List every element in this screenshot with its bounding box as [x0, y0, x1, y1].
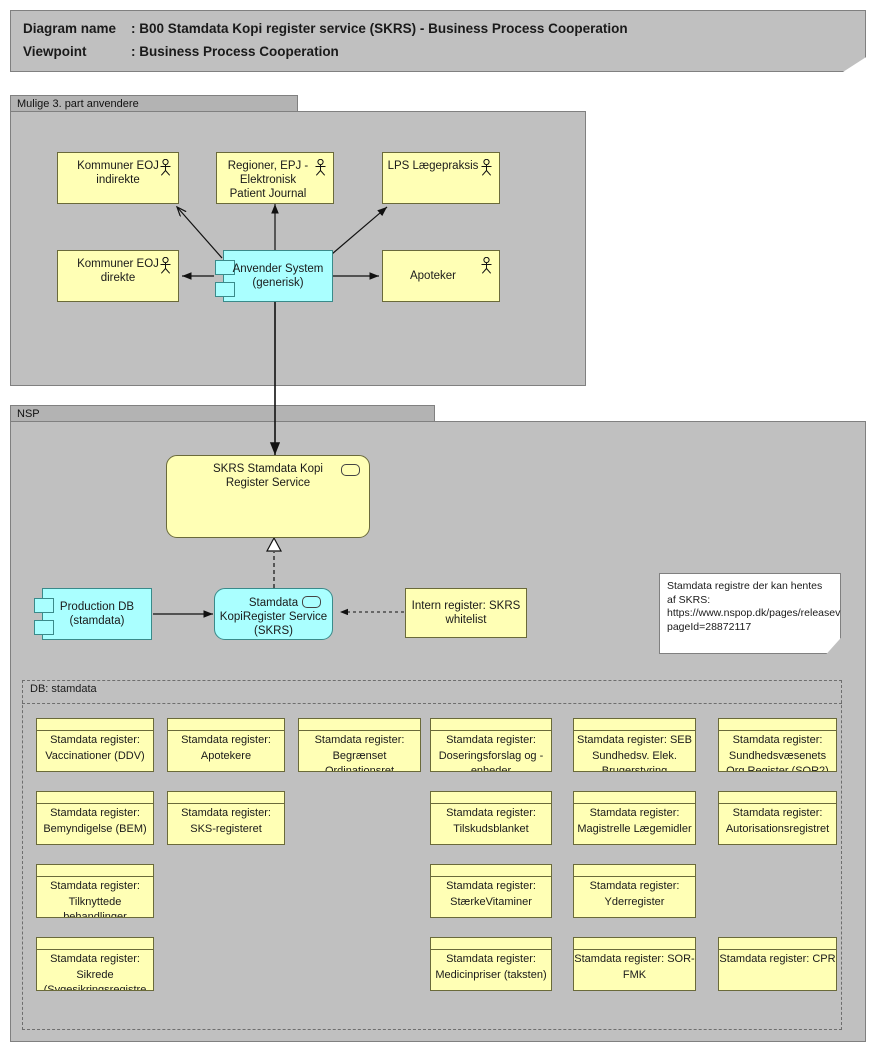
register-card-label: Stamdata register: Medicinpriser (takste…: [435, 953, 547, 981]
register-card-header-strip: [168, 719, 284, 731]
node-label: Stamdata KopiRegister Service (SKRS): [219, 597, 328, 637]
register-card-label: Stamdata register: Sundhedsvæsenets Org …: [726, 734, 829, 772]
viewpoint-row: Viewpoint : Business Process Cooperation: [23, 44, 339, 59]
node-skrs-stamdata-kopi-register-service[interactable]: SKRS Stamdata Kopi Register Service: [166, 455, 370, 538]
register-card[interactable]: Stamdata register: Doseringsforslag og -…: [430, 718, 552, 772]
viewpoint-value: : Business Process Cooperation: [131, 44, 339, 59]
register-card-header-strip: [574, 865, 695, 877]
register-card[interactable]: Stamdata register: Tilknyttede behandlin…: [36, 864, 154, 918]
group-label-third-party: Mulige 3. part anvendere: [10, 95, 298, 112]
register-card-label: Stamdata register: Yderregister: [589, 880, 680, 908]
register-card-label: Stamdata register: Tilskudsblanket: [446, 807, 536, 835]
actor-icon: [160, 159, 171, 176]
service-oval-icon: [302, 596, 321, 608]
register-card-header-strip: [431, 792, 551, 804]
group-label-db-stamdata: DB: stamdata: [30, 683, 97, 695]
register-card-label: Stamdata register: CPR: [719, 953, 836, 965]
node-stamdata-kopiregister-service[interactable]: Stamdata KopiRegister Service (SKRS): [214, 588, 333, 640]
diagram-name-key: Diagram name: [23, 21, 117, 36]
register-card[interactable]: Stamdata register: Magistrelle Lægemidle…: [573, 791, 696, 845]
register-card-label: Stamdata register: Tilknyttede behandlin…: [50, 880, 140, 918]
node-label: SKRS Stamdata Kopi Register Service: [213, 463, 323, 489]
register-card[interactable]: Stamdata register: Medicinpriser (takste…: [430, 937, 552, 991]
component-tab-icon: [34, 620, 54, 635]
component-tab-icon: [34, 598, 54, 613]
register-card[interactable]: Stamdata register: Apotekere: [167, 718, 285, 772]
register-card[interactable]: Stamdata register: SOR-FMK: [573, 937, 696, 991]
register-card-label: Stamdata register: SEB Sundhedsv. Elek. …: [577, 734, 692, 772]
diagram-title-banner: Diagram name : B00 Stamdata Kopi register…: [10, 10, 866, 72]
node-label: LPS Lægepraksis: [387, 160, 479, 172]
register-card-label: Stamdata register: Apotekere: [181, 734, 271, 762]
register-card[interactable]: Stamdata register: Tilskudsblanket: [430, 791, 552, 845]
node-label: Production DB (stamdata): [59, 601, 135, 627]
node-anvender-system[interactable]: Anvender System (generisk): [215, 250, 333, 302]
node-kommuner-eoj-indirekte[interactable]: Kommuner EOJ indirekte: [57, 152, 179, 204]
register-card-label: Stamdata register: Begrænset Ordinations…: [314, 734, 405, 772]
node-kommuner-eoj-direkte[interactable]: Kommuner EOJ direkte: [57, 250, 179, 302]
register-card-label: Stamdata register: SKS-registeret: [181, 807, 271, 835]
note-skrs-registers: Stamdata registre der kan hentes af SKRS…: [659, 573, 841, 654]
register-card-header-strip: [574, 792, 695, 804]
register-card[interactable]: Stamdata register: Begrænset Ordinations…: [298, 718, 421, 772]
node-intern-register-skrs-whitelist[interactable]: Intern register: SKRS whitelist: [405, 588, 527, 638]
register-card[interactable]: Stamdata register: Sikrede (Sygesikrings…: [36, 937, 154, 991]
register-card-label: Stamdata register: Autorisationsregistre…: [725, 807, 830, 835]
component-tab-icon: [215, 282, 235, 297]
register-card-header-strip: [719, 719, 836, 731]
node-label: Anvender System (generisk): [232, 263, 324, 289]
node-label: Intern register: SKRS whitelist: [411, 600, 521, 626]
register-card-header-strip: [37, 792, 153, 804]
register-card-label: Stamdata register: Bemyndigelse (BEM): [43, 807, 147, 835]
register-card[interactable]: Stamdata register: SEB Sundhedsv. Elek. …: [573, 718, 696, 772]
actor-icon: [315, 159, 326, 176]
group-db-stamdata-divider: [22, 703, 842, 704]
diagram-name-value: : B00 Stamdata Kopi register service (SK…: [131, 21, 628, 36]
register-card-label: Stamdata register: Doseringsforslag og -…: [438, 734, 544, 772]
register-card-header-strip: [168, 792, 284, 804]
register-card[interactable]: Stamdata register: StærkeVitaminer: [430, 864, 552, 918]
register-card[interactable]: Stamdata register: SKS-registeret: [167, 791, 285, 845]
node-production-db[interactable]: Production DB (stamdata): [34, 588, 152, 640]
register-card-label: Stamdata register: StærkeVitaminer: [446, 880, 536, 908]
register-card[interactable]: Stamdata register: Autorisationsregistre…: [718, 791, 837, 845]
node-label: Regioner, EPJ - Elektronisk Patient Jour…: [227, 160, 309, 200]
register-card-header-strip: [574, 719, 695, 731]
node-label: Kommuner EOJ indirekte: [77, 160, 159, 186]
register-card-label: Stamdata register: SOR-FMK: [574, 953, 695, 981]
register-card[interactable]: Stamdata register: Sundhedsvæsenets Org …: [718, 718, 837, 772]
register-card[interactable]: Stamdata register: Vaccinationer (DDV): [36, 718, 154, 772]
register-card-header-strip: [37, 865, 153, 877]
group-db-stamdata: [22, 680, 842, 1030]
actor-icon: [481, 257, 492, 274]
register-card[interactable]: Stamdata register: Bemyndigelse (BEM): [36, 791, 154, 845]
node-regioner-epj[interactable]: Regioner, EPJ - Elektronisk Patient Jour…: [216, 152, 334, 204]
register-card-header-strip: [37, 938, 153, 950]
register-card[interactable]: Stamdata register: Yderregister: [573, 864, 696, 918]
node-label: Kommuner EOJ direkte: [77, 258, 159, 284]
register-card-header-strip: [431, 719, 551, 731]
register-card-header-strip: [431, 938, 551, 950]
component-tab-icon: [215, 260, 235, 275]
service-oval-icon: [341, 464, 360, 476]
register-card-header-strip: [719, 792, 836, 804]
viewpoint-key: Viewpoint: [23, 44, 87, 59]
register-card-header-strip: [431, 865, 551, 877]
group-label-nsp: NSP: [10, 405, 435, 422]
register-card-label: Stamdata register: Vaccinationer (DDV): [45, 734, 145, 762]
register-card-header-strip: [574, 938, 695, 950]
node-apoteker[interactable]: Apoteker: [382, 250, 500, 302]
actor-icon: [481, 159, 492, 176]
register-card-header-strip: [719, 938, 836, 950]
register-card-header-strip: [37, 719, 153, 731]
register-card-label: Stamdata register: Sikrede (Sygesikrings…: [43, 953, 147, 991]
actor-icon: [160, 257, 171, 274]
register-card[interactable]: Stamdata register: CPR: [718, 937, 837, 991]
node-label: Apoteker: [409, 270, 457, 282]
register-card-label: Stamdata register: Magistrelle Lægemidle…: [577, 807, 692, 835]
diagram-name-row: Diagram name : B00 Stamdata Kopi register…: [23, 21, 628, 36]
register-card-header-strip: [299, 719, 420, 731]
node-lps-laegepraksis[interactable]: LPS Lægepraksis: [382, 152, 500, 204]
